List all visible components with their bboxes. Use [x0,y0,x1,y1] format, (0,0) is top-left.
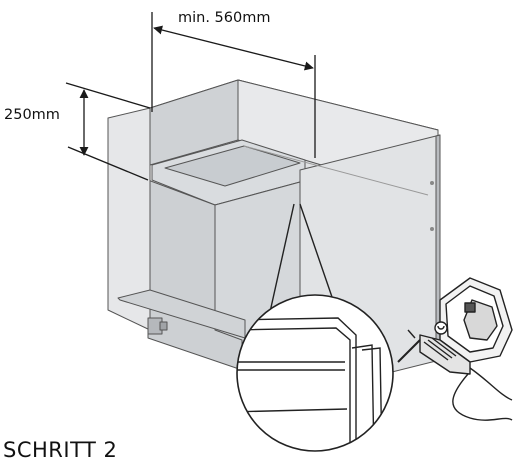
width-dimension-label: min. 560mm [178,10,271,26]
height-dimension-label: 250mm [4,107,60,123]
dimension-width [151,12,316,158]
cabinet-base [117,289,246,339]
step-title: SCHRITT 2 [3,438,118,462]
dimension-height [65,82,151,181]
zoom-callout [236,203,394,452]
jigsaw-icon [397,277,513,421]
